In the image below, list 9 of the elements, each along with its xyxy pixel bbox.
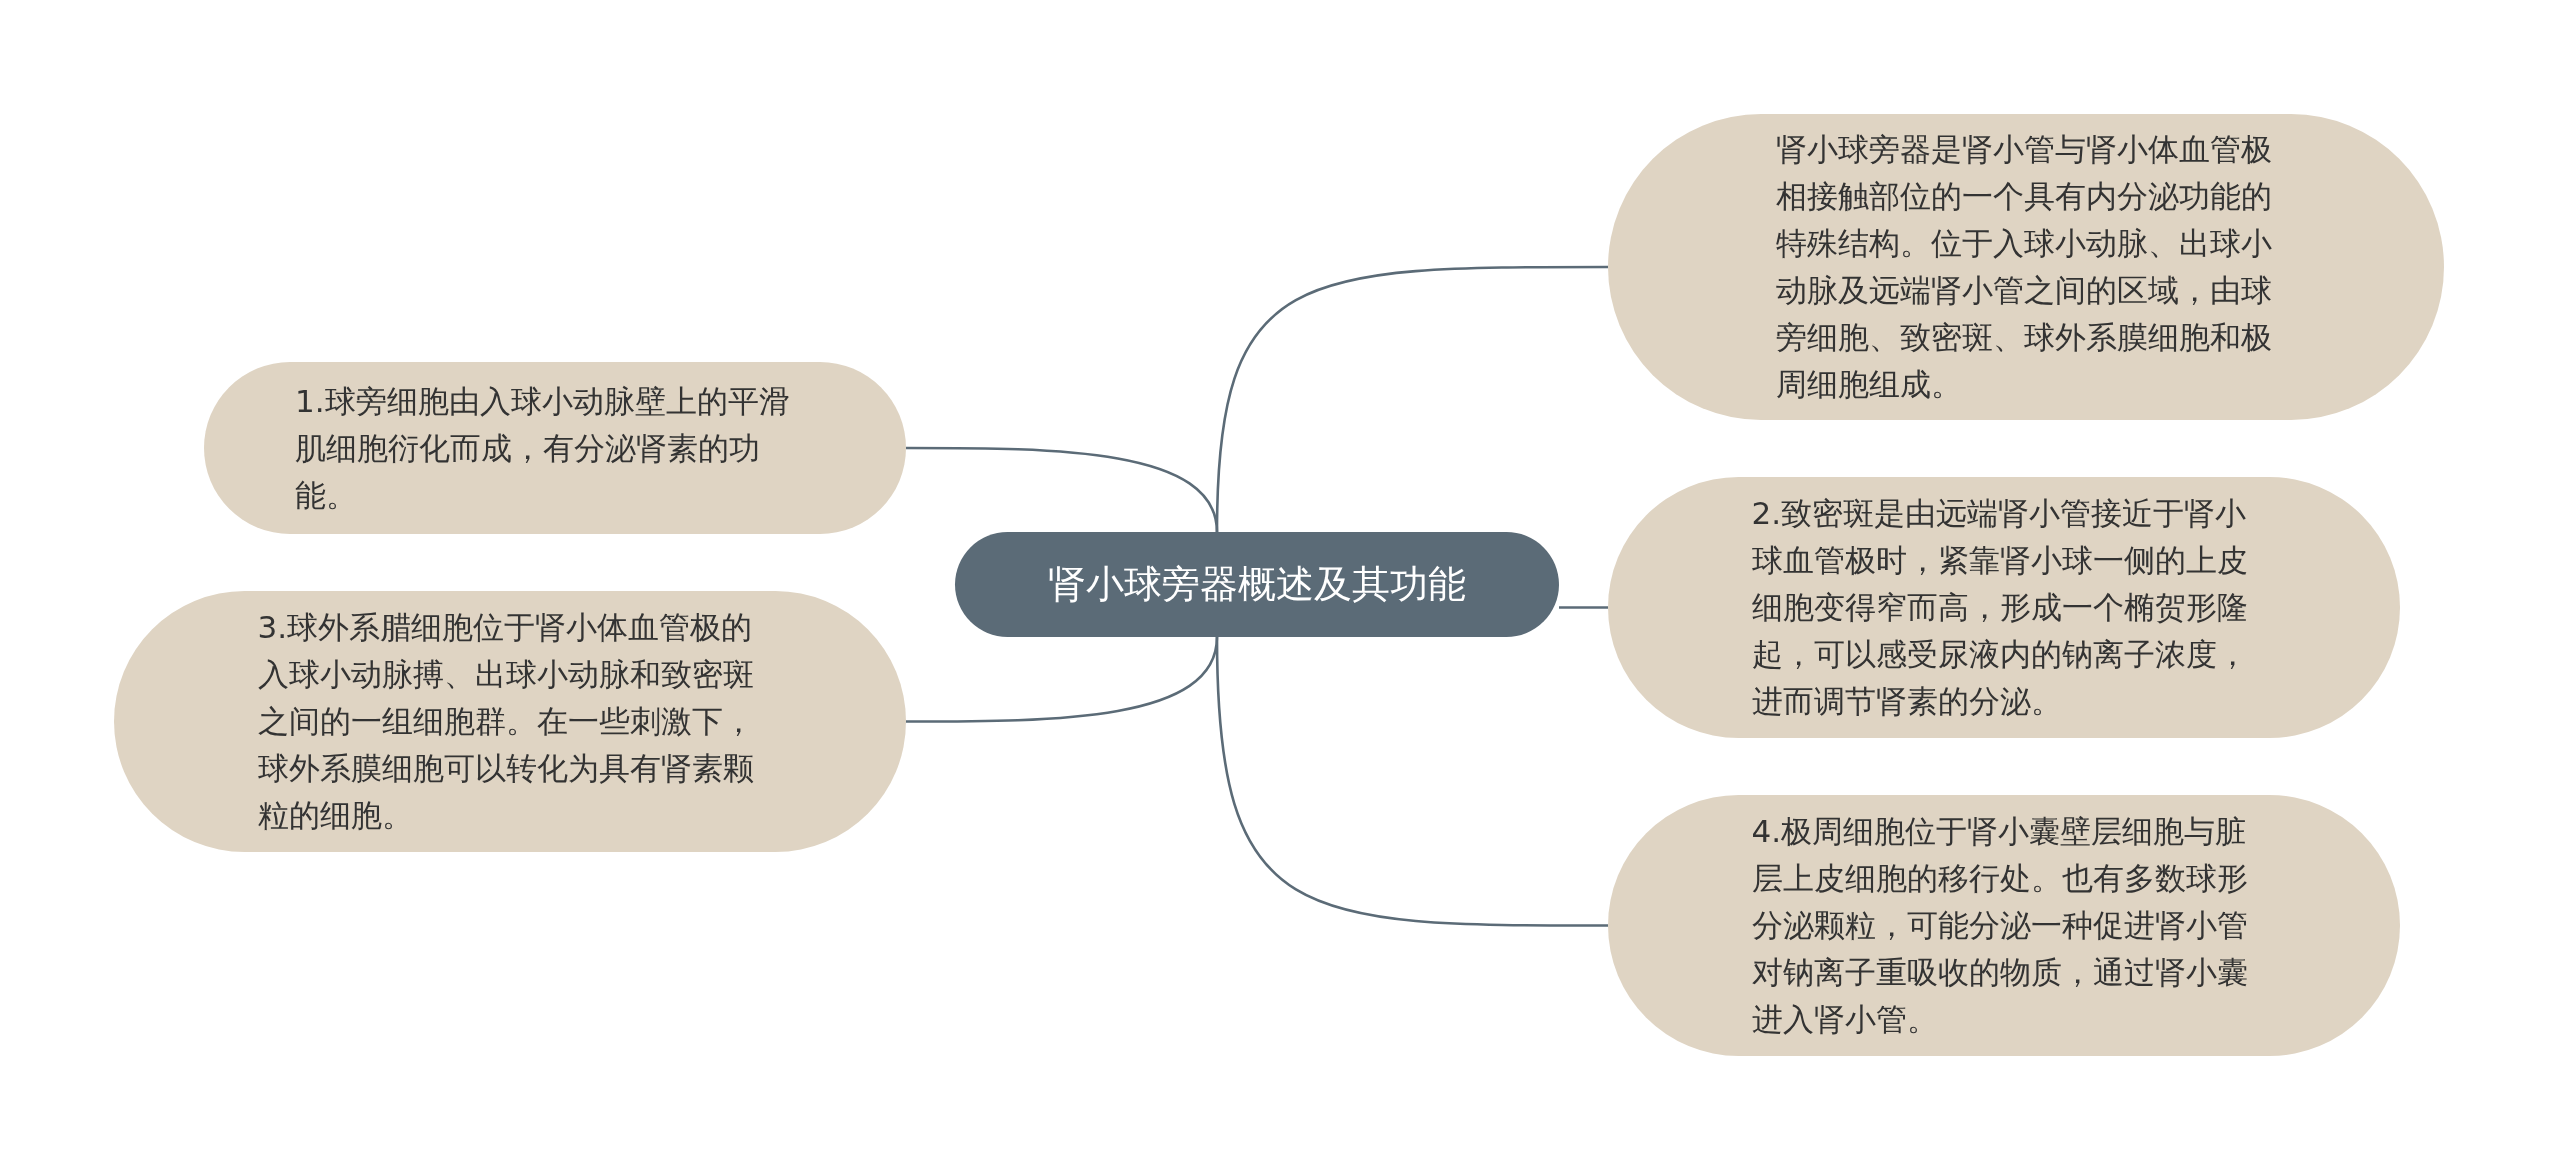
topic-pill: 4.极周细胞位于肾小囊壁层细胞与脏层上皮细胞的移行处。也有多数球形分泌颗粒，可能分泌一种促进肾小管对钠离子重吸收的物质，通过肾小囊进入肾小管。 <box>1608 795 2400 1056</box>
connector-line <box>906 446 1219 533</box>
topic-pill: 肾小球旁器是肾小管与肾小体血管极相接触部位的一个具有内分泌功能的特殊结构。位于入球小动脉、出球小动脉及远端肾小管之间的区域，由球旁细胞、致密斑、球外系膜细胞和极周细胞组成。 <box>1608 114 2444 420</box>
central-topic: 肾小球旁器概述及其功能 <box>955 532 1559 637</box>
connector-line <box>1559 606 1608 609</box>
topic-pill: 2.致密斑是由远端肾小管接近于肾小球血管极时，紧靠肾小球一侧的上皮细胞变得窄而高，形成一个椭贺形隆起，可以感受尿液内的钠离子浓度，进而调节肾素的分泌。 <box>1608 477 2400 738</box>
topic-pill: 3.球外系腊细胞位于肾小体血管极的入球小动脉搏、出球小动脉和致密斑之间的一组细胞群。在一些刺激下，球外系膜细胞可以转化为具有肾素颗粒的细胞。 <box>114 591 906 852</box>
topic-pill: 1.球旁细胞由入球小动脉壁上的平滑肌细胞衍化而成，有分泌肾素的功能。 <box>204 362 906 534</box>
connector-line <box>1215 636 1608 927</box>
